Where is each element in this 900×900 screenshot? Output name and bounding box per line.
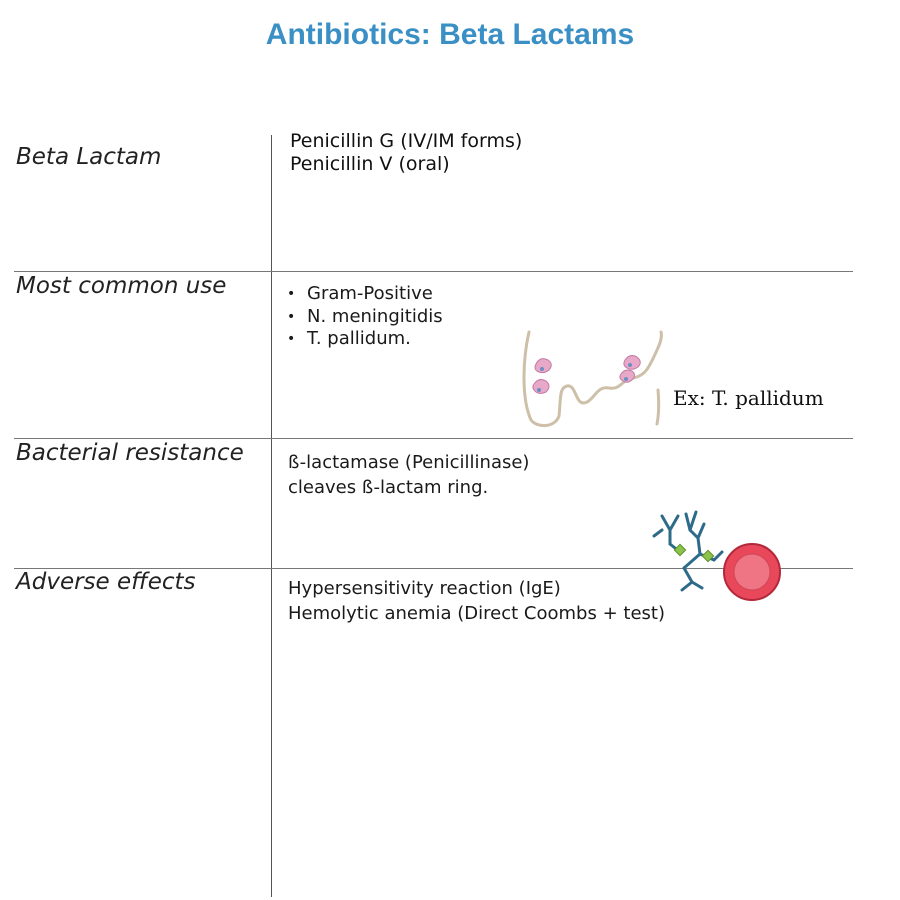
row-label-common-use: Most common use: [16, 273, 227, 299]
bacteria-caption: Ex: T. pallidum: [673, 386, 824, 410]
column-divider: [271, 135, 272, 897]
resistance-line-1: ß-lactamase (Penicillinase): [288, 452, 530, 473]
adverse-line-1: Hypersensitivity reaction (IgE): [288, 578, 561, 599]
resistance-line-2: cleaves ß-lactam ring.: [288, 477, 489, 498]
drug-penicillin-g: Penicillin G (IV/IM forms): [290, 130, 523, 152]
use-bullet-list: Gram-Positive N. meningitidis T. pallidu…: [287, 283, 443, 351]
adverse-text: Hypersensitivity reaction (IgE) Hemolyti…: [288, 576, 665, 626]
resistance-text: ß-lactamase (Penicillinase) cleaves ß-la…: [288, 450, 529, 500]
antibody-red-blood-cell-icon: [652, 510, 781, 601]
drug-penicillin-v: Penicillin V (oral): [290, 153, 450, 175]
row-divider-1: [14, 271, 853, 272]
use-bullet-item: T. pallidum.: [287, 328, 443, 351]
row-label-beta-lactam: Beta Lactam: [16, 144, 162, 170]
use-bullet-item: N. meningitidis: [287, 306, 443, 329]
row-divider-3: [14, 568, 853, 569]
drug-list: Penicillin G (IV/IM forms) Penicillin V …: [290, 130, 522, 176]
treponema-pallidum-icon: [522, 330, 663, 427]
row-label-adverse: Adverse effects: [16, 569, 196, 595]
use-bullet-item: Gram-Positive: [287, 283, 443, 306]
row-divider-2: [14, 438, 853, 439]
adverse-line-2: Hemolytic anemia (Direct Coombs + test): [288, 603, 665, 624]
row-label-resistance: Bacterial resistance: [16, 440, 244, 466]
page-title: Antibiotics: Beta Lactams: [265, 18, 635, 51]
